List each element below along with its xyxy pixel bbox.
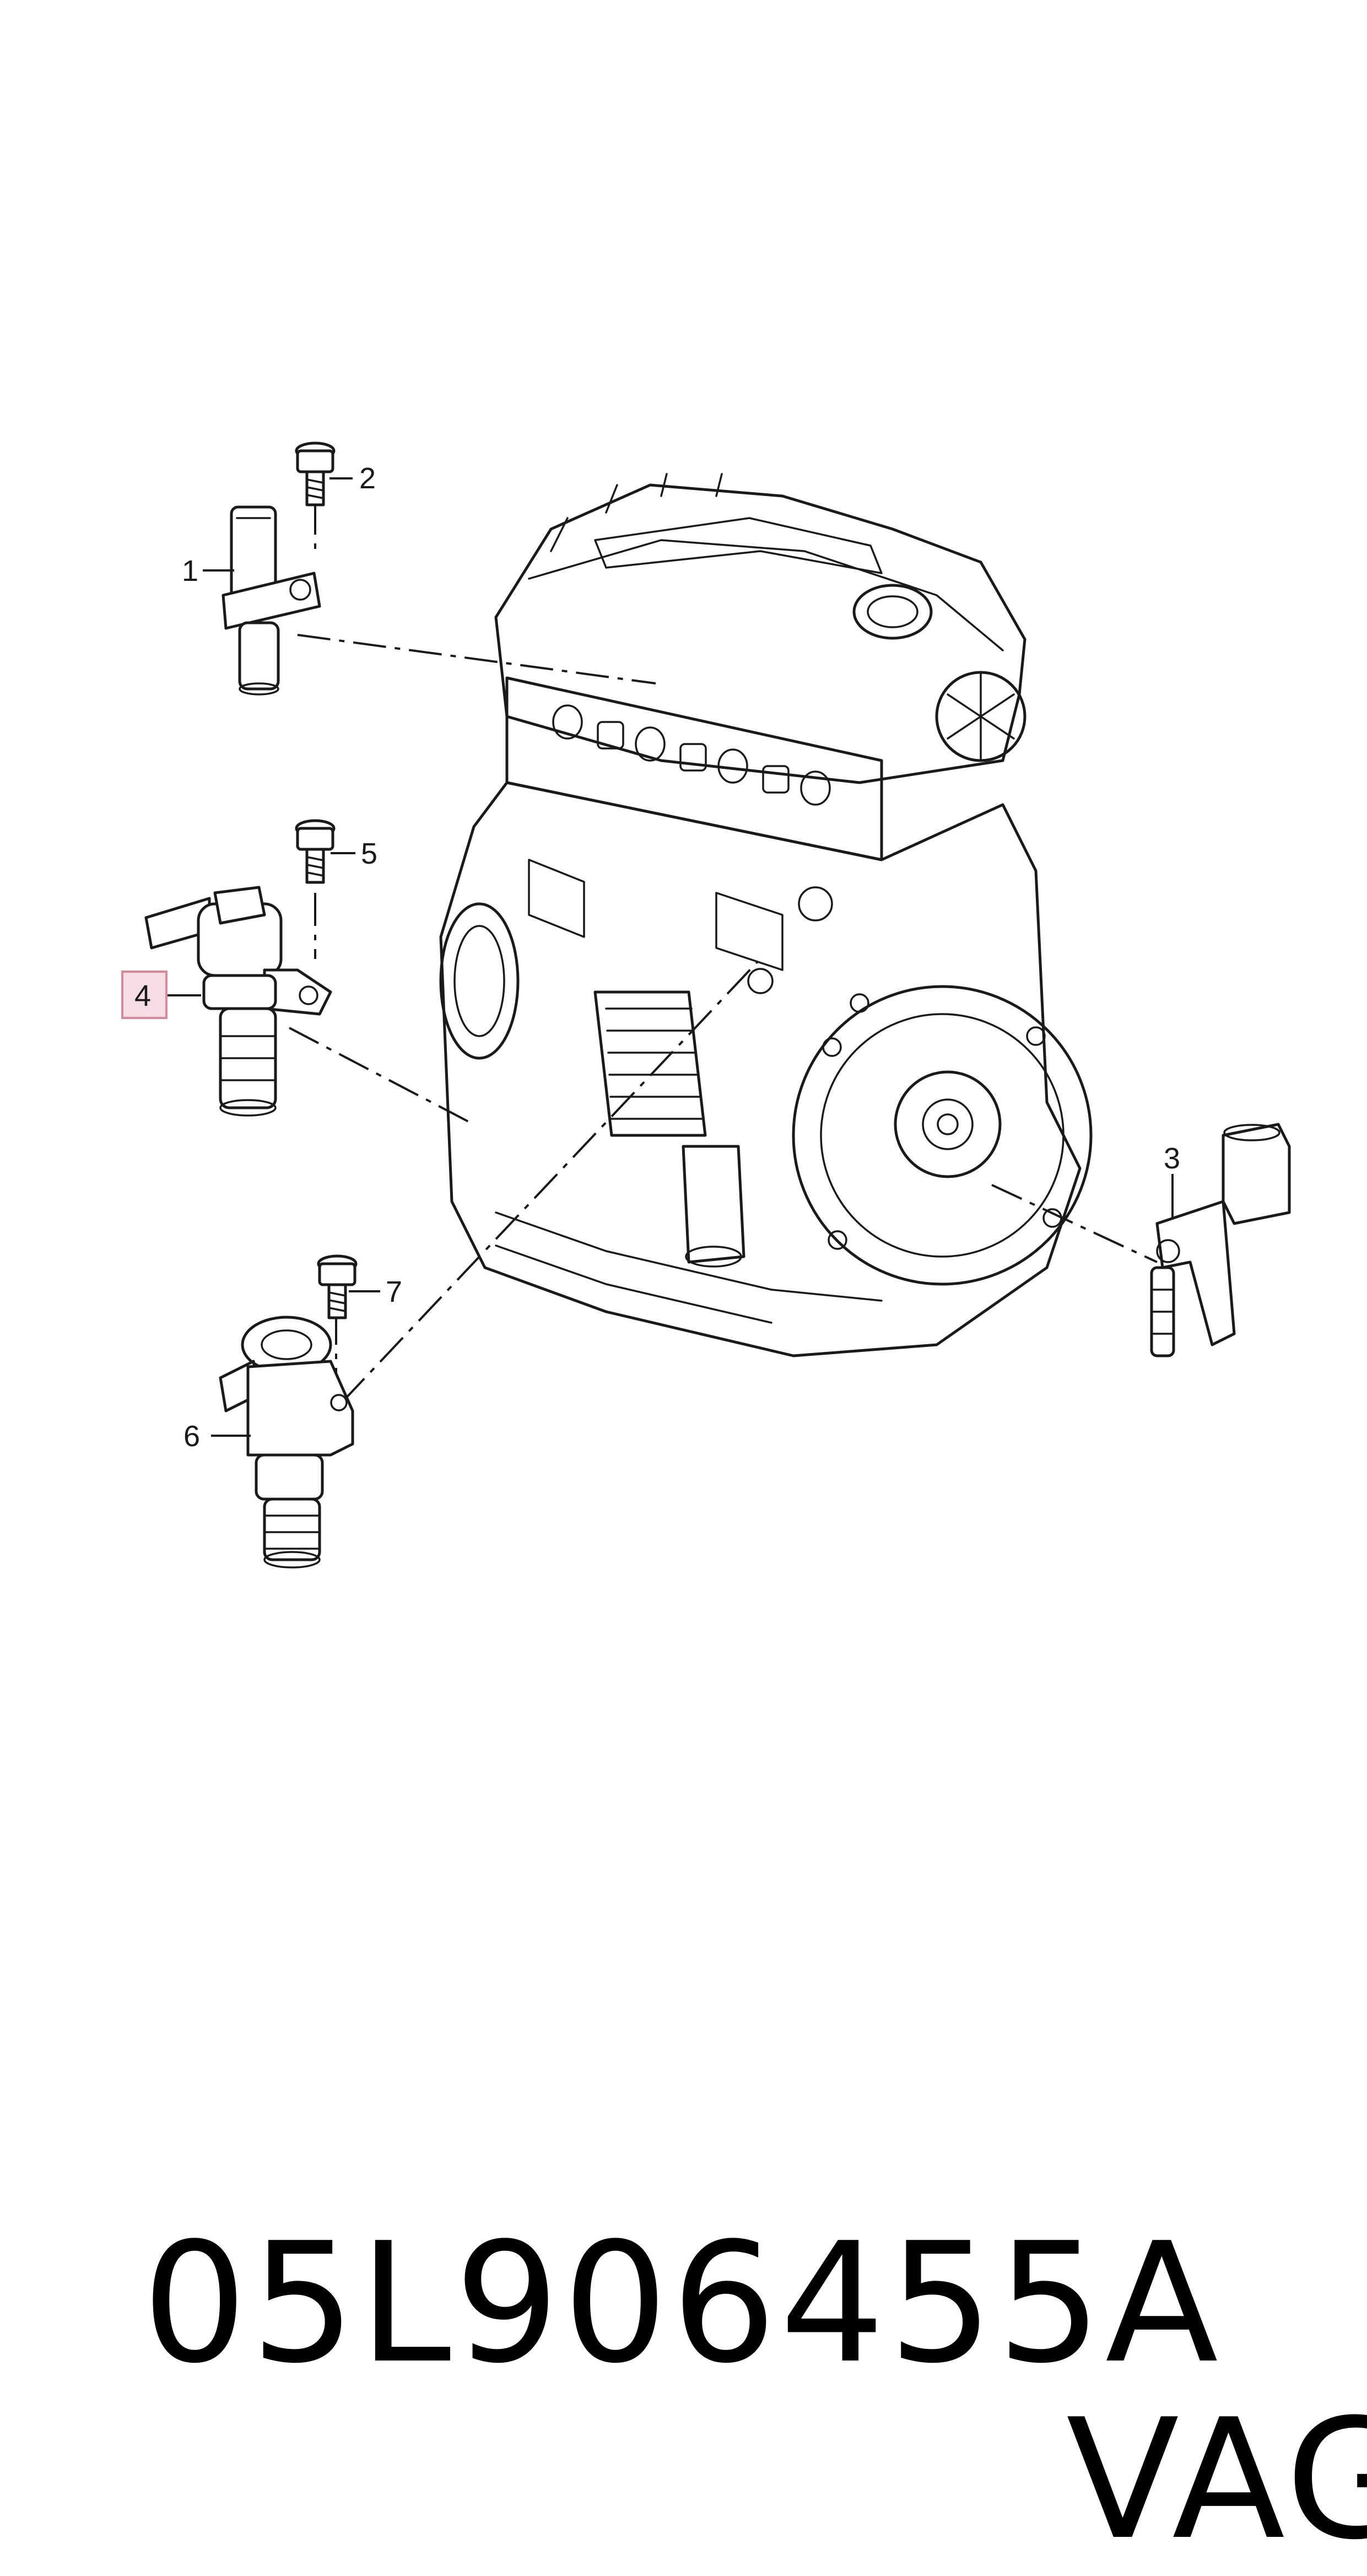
part-number: 05L906455A — [142, 2207, 1222, 2400]
callout-leaders — [167, 477, 1174, 1437]
callout-1: 1 — [182, 554, 198, 588]
callout-4-highlight-box — [121, 971, 168, 1019]
part-7-bolt — [317, 1254, 358, 1319]
callout-2: 2 — [359, 462, 376, 495]
part-5-bolt — [295, 819, 336, 884]
part-1-sensor — [221, 505, 321, 696]
assembly-lines — [289, 502, 1158, 1404]
part-3-sensor — [1150, 1123, 1291, 1357]
exploded-parts-diagram: 1 2 3 4 5 6 7 — [121, 441, 1291, 1569]
part-2-bolt — [295, 441, 336, 506]
callout-7: 7 — [386, 1275, 402, 1308]
callout-6: 6 — [183, 1420, 200, 1453]
callout-3: 3 — [1164, 1142, 1180, 1175]
callout-5: 5 — [361, 837, 377, 870]
part-4-valve — [144, 886, 332, 1117]
intake-port-holes — [552, 704, 831, 806]
part-6-valve — [219, 1316, 354, 1569]
engine-block — [439, 473, 1093, 1357]
brand-label: VAG — [1066, 2384, 1367, 2576]
callout-4: 4 — [134, 979, 151, 1012]
footer: 05L906455A VAG — [30, 2039, 1367, 2568]
